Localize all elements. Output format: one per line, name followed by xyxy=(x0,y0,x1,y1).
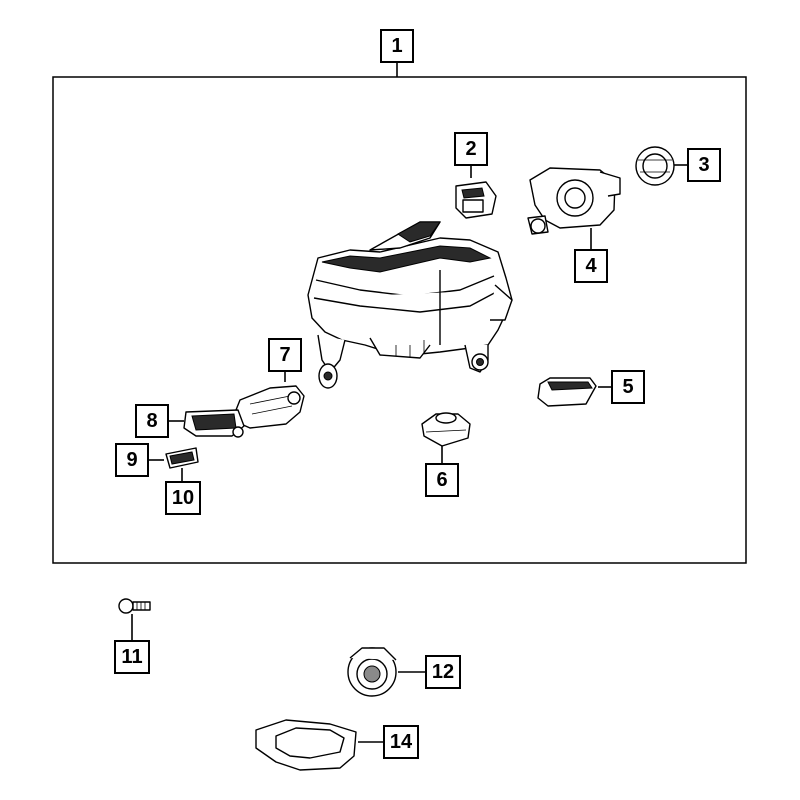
assembly-frame xyxy=(52,76,747,564)
headlamp-assembly xyxy=(307,221,513,389)
callout-9[interactable]: 9 xyxy=(115,443,149,477)
callout-9-label: 9 xyxy=(126,449,137,471)
callout-14-label: 14 xyxy=(390,731,413,753)
callout-14[interactable]: 14 xyxy=(383,725,419,759)
callout-10-label: 10 xyxy=(172,487,194,509)
callout-4[interactable]: 4 xyxy=(574,249,608,283)
callout-11[interactable]: 11 xyxy=(114,640,150,674)
retaining-ring-part-3 xyxy=(635,146,675,186)
clip-part-9-10 xyxy=(165,447,199,469)
callout-12[interactable]: 12 xyxy=(425,655,461,689)
callout-3-label: 3 xyxy=(698,154,709,176)
callout-4-label: 4 xyxy=(585,255,597,277)
screw-part-11 xyxy=(118,598,151,614)
callout-10[interactable]: 10 xyxy=(165,481,201,515)
fog-lamp-bezel-part-14 xyxy=(255,719,357,771)
turn-lamp-part-7-8 xyxy=(183,385,305,438)
fog-lamp-part-12 xyxy=(347,647,397,697)
module-part-5 xyxy=(537,377,597,407)
callout-8[interactable]: 8 xyxy=(135,404,169,438)
callout-7[interactable]: 7 xyxy=(268,338,302,372)
callout-7-label: 7 xyxy=(279,344,290,366)
callout-5-label: 5 xyxy=(622,376,633,398)
callout-5[interactable]: 5 xyxy=(611,370,645,404)
callout-6[interactable]: 6 xyxy=(425,463,459,497)
callout-11-label: 11 xyxy=(121,646,142,668)
callout-1-label: 1 xyxy=(391,35,402,57)
callout-6-label: 6 xyxy=(436,469,447,491)
callout-12-label: 12 xyxy=(432,661,454,683)
bulb-part-2 xyxy=(455,181,497,219)
callout-3[interactable]: 3 xyxy=(687,148,721,182)
ballast-part-6 xyxy=(421,412,471,447)
callout-2-label: 2 xyxy=(465,138,476,160)
callout-8-label: 8 xyxy=(146,410,157,432)
callout-1[interactable]: 1 xyxy=(380,29,414,63)
projector-part-4 xyxy=(527,167,621,235)
callout-2[interactable]: 2 xyxy=(454,132,488,166)
